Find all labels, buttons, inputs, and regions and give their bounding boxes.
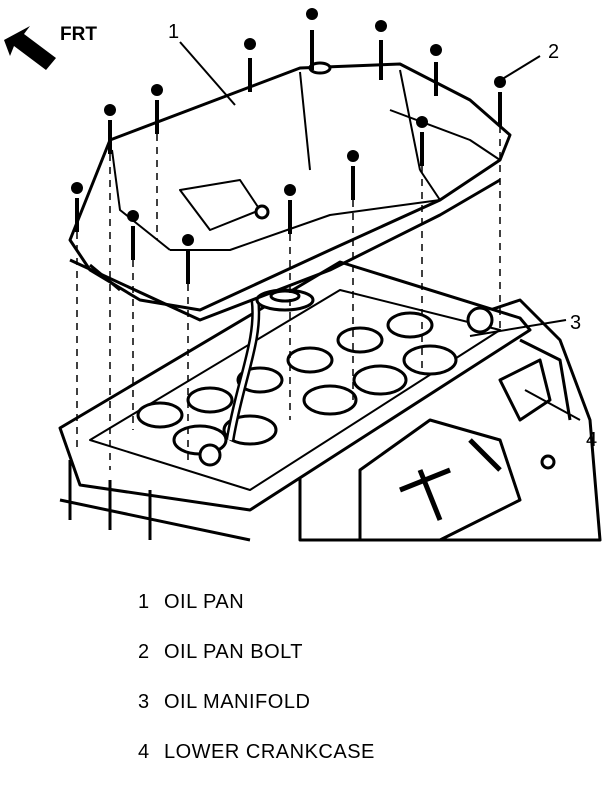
callout-4: 4 [586, 429, 597, 451]
parts-legend: 1 OIL PAN 2 OIL PAN BOLT 3 OIL MANIFOLD 4 LO… [138, 590, 375, 790]
leader-lines [179, 41, 581, 421]
legend-number: 3 [138, 691, 150, 713]
callout-2: 2 [548, 41, 559, 63]
legend-number: 2 [138, 641, 150, 663]
oil-pan-bolt [71, 182, 83, 232]
oil-pan-bolt [430, 44, 442, 96]
lower-crankcase-drawing [298, 298, 602, 542]
oil-pan-bolt [306, 8, 318, 70]
oil-pan-bolt [416, 116, 428, 166]
legend-label: OIL MANIFOLD [164, 691, 311, 713]
oil-pan-bolt [127, 210, 139, 260]
oil-pan-bolt [104, 104, 116, 154]
exploded-view-diagram: FRT [4, 8, 602, 542]
legend-label: OIL PAN BOLT [164, 641, 303, 663]
oil-pan-bolt [375, 20, 387, 80]
oil-pan-bolts [71, 8, 506, 470]
legend-number: 4 [138, 741, 150, 763]
alignment-lines [76, 126, 501, 470]
legend-item: 2 OIL PAN BOLT [138, 640, 375, 665]
legend-item: 3 OIL MANIFOLD [138, 690, 375, 715]
front-direction-arrow-icon [4, 26, 56, 70]
oil-pan-bolt [182, 234, 194, 284]
oil-pan-bolt [151, 84, 163, 134]
oil-pan-bolt [284, 184, 296, 234]
oil-pan-bolt [244, 38, 256, 92]
oil-pan-bolt [494, 76, 506, 126]
legend-number: 1 [138, 591, 150, 613]
oil-pan-bolt [347, 150, 359, 200]
callout-1: 1 [168, 21, 179, 43]
legend-item: 1 OIL PAN [138, 590, 375, 615]
legend-label: OIL PAN [164, 591, 245, 613]
legend-label: LOWER CRANKCASE [164, 741, 375, 763]
callout-3: 3 [570, 312, 581, 334]
direction-label: FRT [60, 24, 97, 45]
legend-item: 4 LOWER CRANKCASE [138, 740, 375, 765]
